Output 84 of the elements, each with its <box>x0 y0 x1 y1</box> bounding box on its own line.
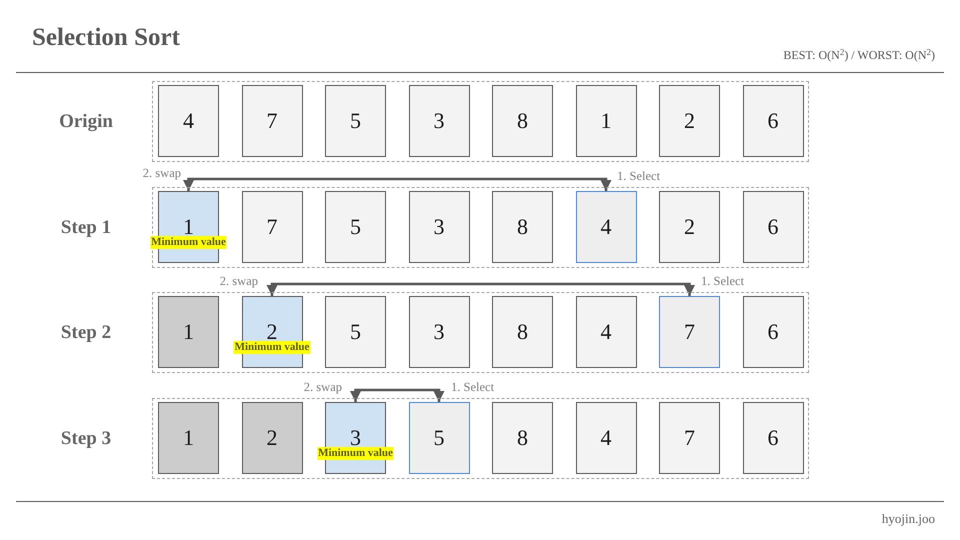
step-label: 1. Select <box>701 273 744 290</box>
row-label: Step 2 <box>60 323 112 342</box>
cell-value: 3 <box>434 216 444 238</box>
array-cell <box>408 402 470 474</box>
step-label: 2. swap <box>220 273 258 290</box>
swap-arrow <box>266 282 695 296</box>
array-cell <box>492 402 553 474</box>
highlight-label: Minimum value <box>234 341 310 354</box>
array-cell <box>492 191 553 263</box>
author-credit: hyojin.joo <box>882 510 935 528</box>
cell-value: 2 <box>266 321 278 343</box>
row-label: Step 3 <box>60 429 112 448</box>
cell-value: 3 <box>434 110 444 132</box>
cell-value: 8 <box>517 321 528 343</box>
array-cell <box>742 191 804 263</box>
array-row-frame <box>152 398 809 479</box>
array-cell <box>742 402 804 474</box>
row-label: Step 1 <box>60 218 112 237</box>
cell-value: 1 <box>183 427 194 449</box>
row-label: Origin <box>59 112 113 131</box>
array-cell <box>492 296 553 368</box>
cell-value: 7 <box>266 216 278 238</box>
array-cell <box>408 296 470 368</box>
cell-value: 5 <box>350 216 361 238</box>
array-cell <box>325 85 386 157</box>
array-cell <box>659 402 720 474</box>
cell-value: 5 <box>350 110 361 132</box>
cell-value: 4 <box>600 321 612 343</box>
cell-value: 8 <box>517 216 528 238</box>
array-cell <box>158 402 219 474</box>
array-cell <box>576 85 636 157</box>
swap-arrow <box>350 388 444 402</box>
array-cell <box>242 402 302 474</box>
array-cell <box>659 85 720 157</box>
array-cell <box>576 191 636 263</box>
array-cell <box>325 296 386 368</box>
cell-value: 6 <box>768 216 778 238</box>
cell-value: 8 <box>517 427 528 449</box>
cell-value: 5 <box>350 321 361 343</box>
array-cell <box>408 191 470 263</box>
array-cell <box>576 402 636 474</box>
cell-value: 6 <box>768 321 778 343</box>
cell-value: 4 <box>600 216 612 238</box>
cell-value: 5 <box>434 427 444 449</box>
cell-value: 2 <box>266 427 278 449</box>
cell-value: 1 <box>600 110 612 132</box>
array-cell <box>408 85 470 157</box>
array-cell <box>742 85 804 157</box>
step-label: 1. Select <box>451 379 494 396</box>
array-cell <box>158 296 219 368</box>
cell-value: 6 <box>768 427 778 449</box>
array-cell <box>659 296 720 368</box>
array-row-frame <box>152 292 809 373</box>
cell-value: 2 <box>684 216 695 238</box>
cell-value: 1 <box>183 216 194 238</box>
array-cell <box>492 85 553 157</box>
swap-arrow <box>183 178 612 191</box>
step-label: 2. swap <box>142 165 181 182</box>
cell-value: 6 <box>768 110 778 132</box>
array-cell <box>742 296 804 368</box>
highlight-label: Minimum value <box>317 447 394 460</box>
cell-value: 7 <box>684 321 695 343</box>
highlight-label: Minimum value <box>150 236 227 249</box>
complexity-note: BEST: O(N$^{2}$) / WORST: O(N$^{2}$) <box>783 46 935 64</box>
array-cell <box>158 85 219 157</box>
cell-value: 3 <box>350 427 361 449</box>
array-cell <box>576 296 636 368</box>
cell-value: 4 <box>183 110 194 132</box>
array-row-frame <box>152 187 809 268</box>
array-cell <box>659 191 720 263</box>
array-cell <box>242 191 302 263</box>
step-label: 1. Select <box>617 168 660 185</box>
cell-value: 7 <box>266 110 278 132</box>
cell-value: 3 <box>434 321 444 343</box>
step-label: 2. swap <box>304 379 342 396</box>
cell-value: 4 <box>600 427 612 449</box>
array-cell <box>325 191 386 263</box>
title: Selection Sort <box>32 23 180 53</box>
array-row-frame <box>152 81 809 162</box>
cell-value: 7 <box>684 427 695 449</box>
cell-value: 2 <box>684 110 695 132</box>
cell-value: 8 <box>517 110 528 132</box>
cell-value: 1 <box>183 321 194 343</box>
array-cell <box>242 85 302 157</box>
